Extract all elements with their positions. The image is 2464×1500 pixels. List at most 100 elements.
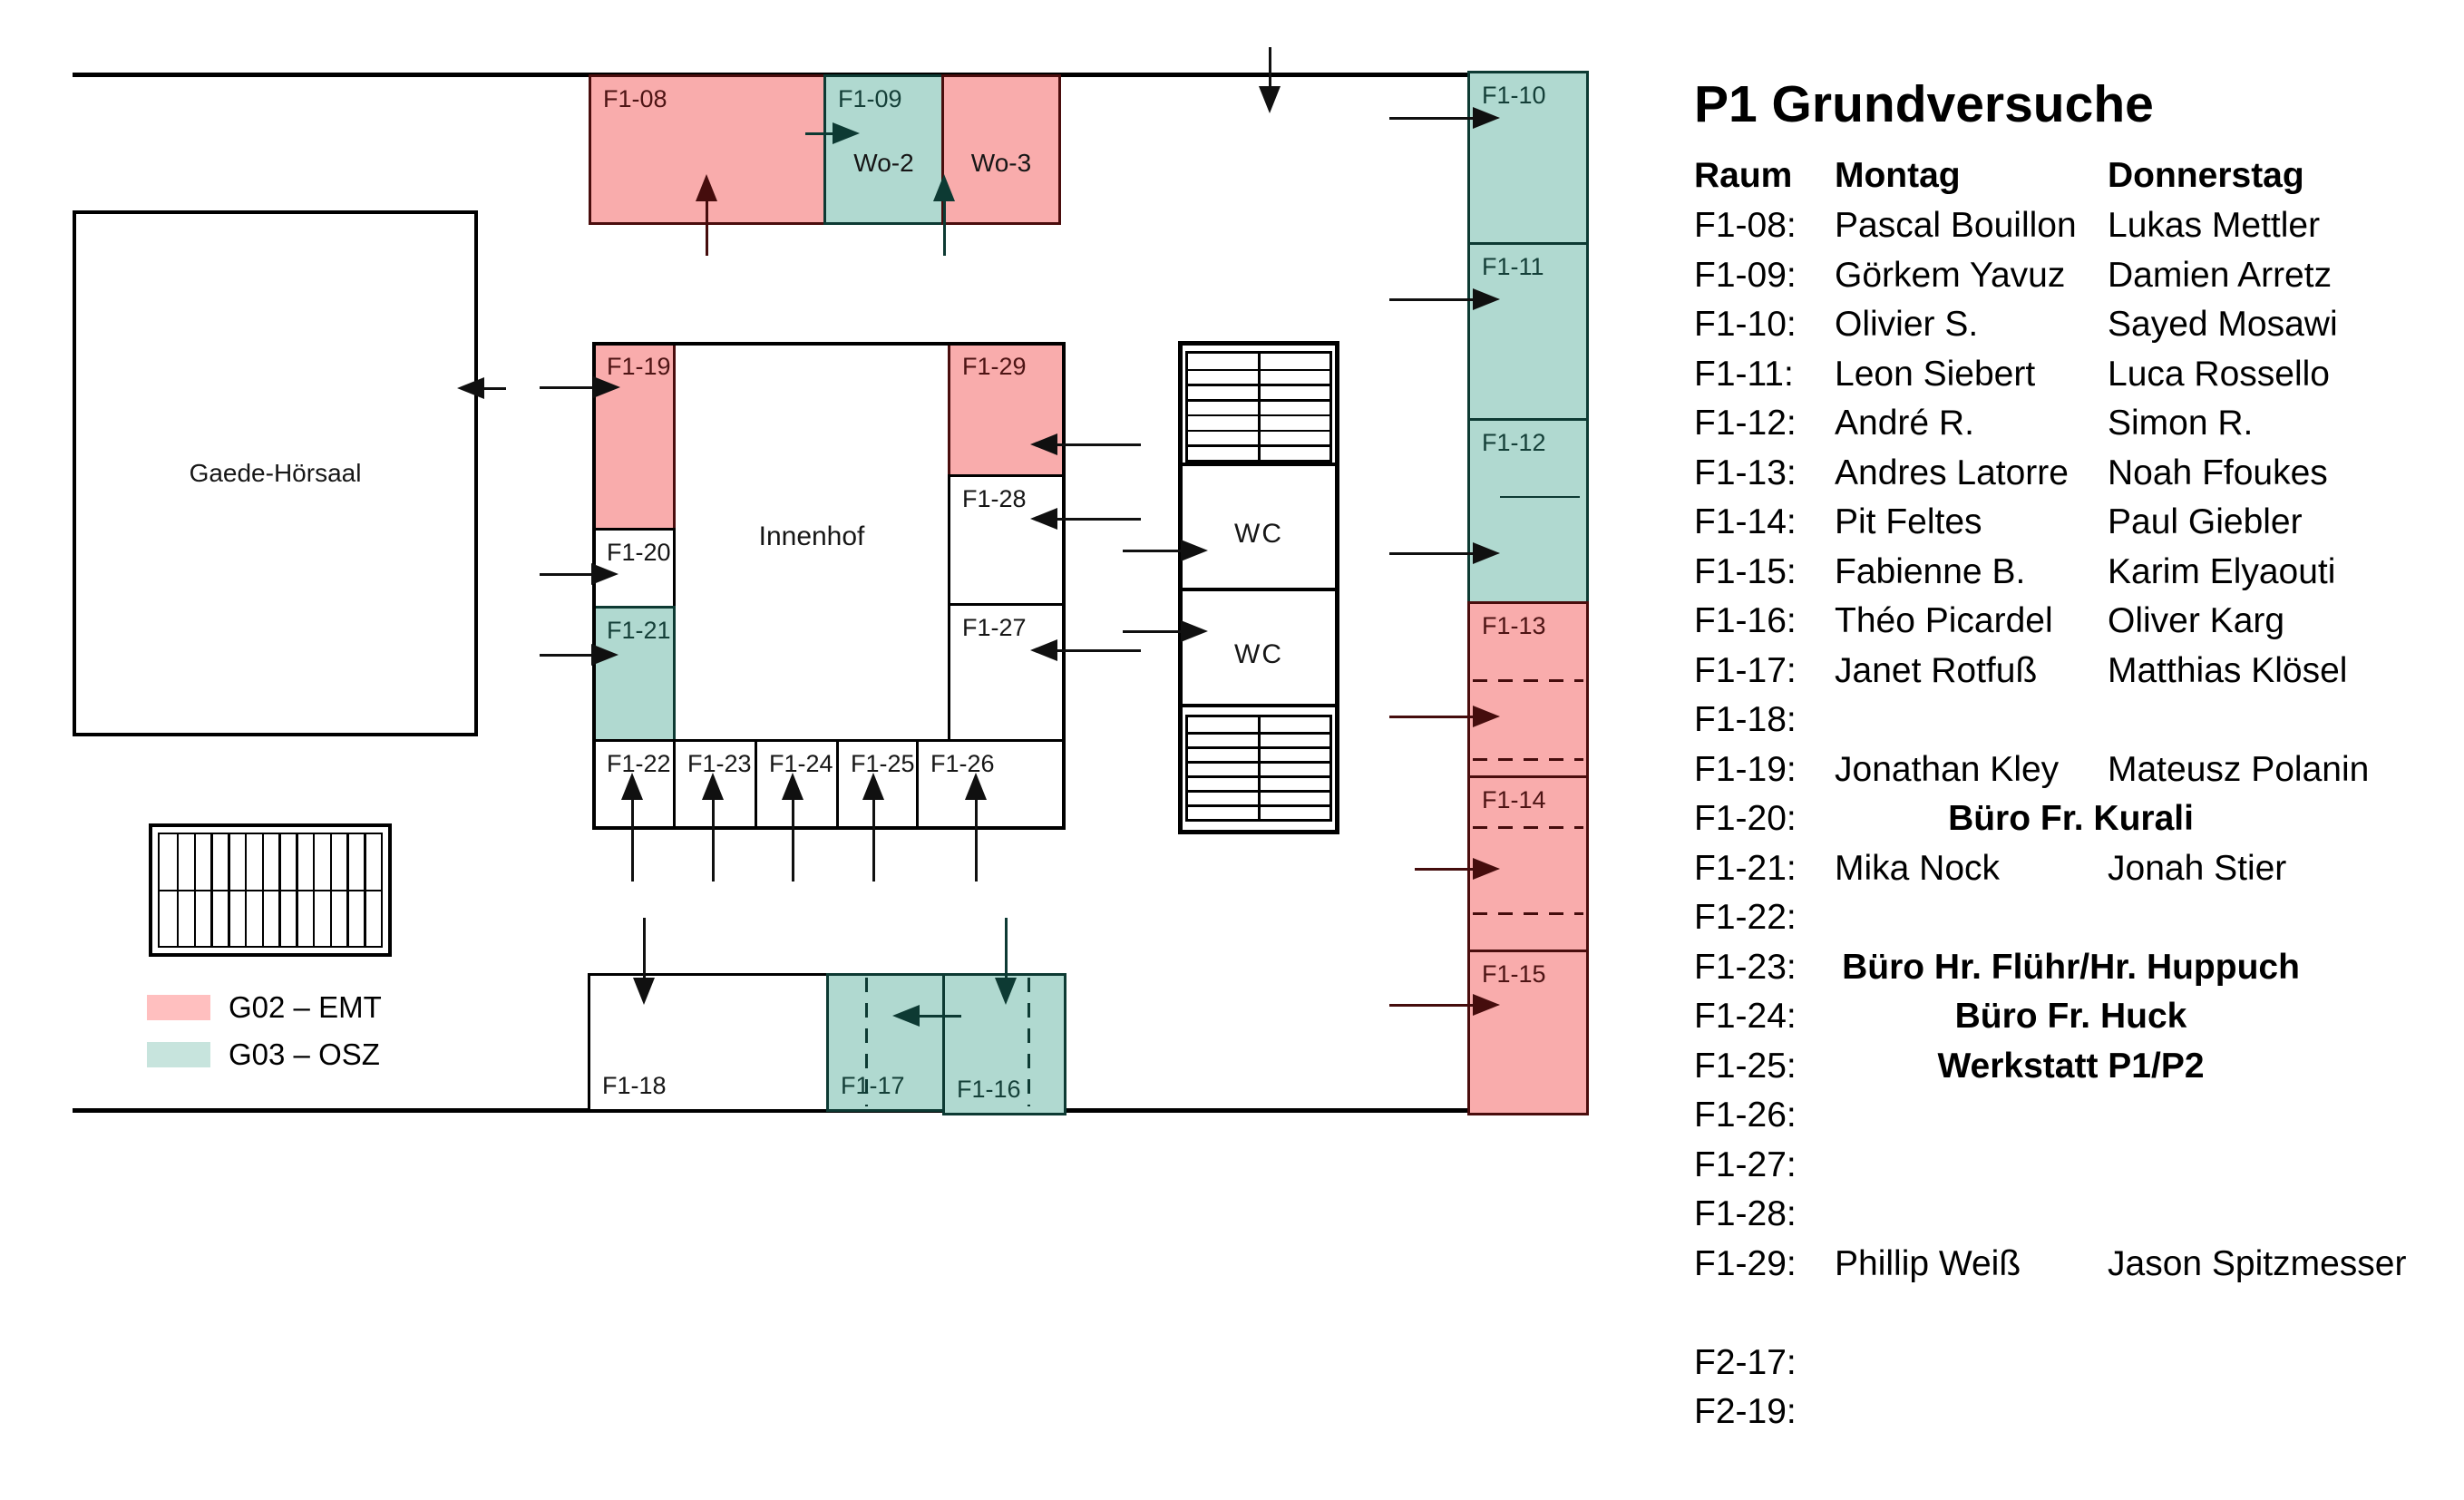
stair-tread-line: [160, 889, 381, 891]
room-label-f1-12: F1-12: [1482, 429, 1546, 456]
cell-raum: F1-21:: [1694, 848, 1797, 888]
room-label-f1-11: F1-11: [1482, 253, 1544, 280]
cell-raum: F1-08:: [1694, 206, 1797, 246]
cell-raum: F1-18:: [1694, 700, 1797, 740]
cell-montag: Olivier S.: [1835, 305, 1979, 345]
cell-donnerstag: Simon R.: [2108, 404, 2254, 443]
cell-donnerstag: Sayed Mosawi: [2108, 305, 2338, 345]
cell-raum: F1-28:: [1694, 1194, 1797, 1234]
table-row: F1-26:: [1694, 1091, 2456, 1141]
cell-raum: F1-23:: [1694, 947, 1797, 987]
room-label-wo-3: Wo-3: [970, 149, 1032, 177]
room-label-f1-10: F1-10: [1482, 82, 1546, 109]
cell-raum: F1-29:: [1694, 1243, 1797, 1283]
column-header-raum: Raum: [1694, 156, 1793, 195]
schedule-panel: P1 Grundversuche Raum Montag Donnerstag …: [1694, 76, 2456, 1437]
page-title: P1 Grundversuche: [1694, 75, 2154, 133]
cell-montag: Mika Nock: [1835, 848, 2001, 888]
stair-tread-line: [244, 834, 248, 946]
room-wo-3: Wo-3: [941, 74, 1061, 225]
f1-12-partition-line: [1500, 496, 1580, 498]
room-label-f1-29: F1-29: [962, 353, 1027, 380]
room-f1-24: F1-24: [755, 739, 839, 830]
cell-montag: Andres Latorre: [1835, 453, 2069, 492]
legend-item: G02 – EMT: [147, 990, 382, 1024]
legend-label: G02 – EMT: [229, 990, 382, 1024]
room-label-f1-18: F1-18: [602, 1072, 667, 1099]
room-wc-lower: WC: [1234, 639, 1283, 669]
cell-raum: F1-27:: [1694, 1144, 1797, 1184]
room-label-f1-28: F1-28: [962, 485, 1027, 512]
table-row: [1694, 1289, 2456, 1339]
room-label-gaede: Gaede-Hörsaal: [189, 459, 362, 487]
table-row: F2-19:: [1694, 1388, 2456, 1437]
cell-donnerstag: Karim Elyaouti: [2108, 551, 2336, 591]
room-label-f1-14: F1-14: [1482, 786, 1546, 813]
room-label-f1-15: F1-15: [1482, 960, 1546, 988]
cell-donnerstag: Damien Arretz: [2108, 255, 2333, 295]
table-row: F1-24: Büro Fr. Huck: [1694, 992, 2456, 1042]
cell-center: Büro Fr. Huck: [1954, 997, 2187, 1037]
stair-tread-line: [1188, 384, 1329, 386]
cell-donnerstag: Oliver Karg: [2108, 601, 2285, 641]
legend: G02 – EMT G03 – OSZ: [147, 990, 382, 1088]
room-label-wo-2: Wo-2: [853, 149, 914, 177]
stair-tread-line: [364, 834, 366, 946]
cell-raum: F1-16:: [1694, 601, 1797, 641]
room-label-f1-27: F1-27: [962, 614, 1027, 641]
staircase-left: [158, 833, 383, 948]
table-row: F1-20: Büro Fr. Kurali: [1694, 794, 2456, 844]
stair-tread-line: [329, 834, 333, 946]
cell-raum: F2-19:: [1694, 1392, 1797, 1432]
room-f1-09: F1-09 Wo-2: [823, 74, 944, 225]
cell-center: Werkstatt P1/P2: [1937, 1046, 2205, 1086]
cell-montag: Fabienne B.: [1835, 551, 2026, 591]
column-header-montag: Montag: [1835, 156, 1961, 195]
cell-raum: F1-25:: [1694, 1046, 1797, 1086]
stair-tread-line: [1188, 444, 1329, 447]
table-header-row: Raum Montag Donnerstag: [1694, 151, 2456, 201]
f1-13-dashed-partition-1: [1473, 679, 1583, 682]
room-wc-upper: WC: [1234, 519, 1283, 549]
stair-tread-line: [1188, 414, 1329, 417]
stair-tread-line: [176, 834, 180, 946]
cell-center: Büro Fr. Kurali: [1948, 799, 2194, 839]
stair-tread-line: [1188, 399, 1329, 402]
stair-tread-line: [1188, 746, 1329, 749]
cell-raum: F1-13:: [1694, 453, 1797, 492]
room-f1-27: F1-27: [948, 603, 1066, 742]
legend-item: G03 – OSZ: [147, 1037, 382, 1071]
room-f1-21: F1-21: [592, 606, 676, 742]
table-row: F1-25: Werkstatt P1/P2: [1694, 1042, 2456, 1092]
table-row: F1-12:André R.Simon R.: [1694, 399, 2456, 449]
cell-raum: F1-20:: [1694, 799, 1797, 839]
cell-donnerstag: Luca Rossello: [2108, 354, 2330, 394]
f1-14-dashed-partition-1: [1473, 826, 1583, 829]
wc-stair-block: [1178, 341, 1339, 834]
stair-tread-line: [1258, 354, 1261, 460]
table-row: F1-10:Olivier S.Sayed Mosawi: [1694, 300, 2456, 350]
cell-donnerstag: Paul Giebler: [2108, 502, 2303, 542]
table-row: F1-22:: [1694, 893, 2456, 943]
wc-divider-2: [1181, 588, 1337, 591]
cell-montag: André R.: [1835, 404, 1974, 443]
cell-montag: Janet Rotfuß: [1835, 650, 2038, 690]
room-f1-15: F1-15: [1467, 950, 1589, 1115]
legend-swatch-icon: [147, 995, 210, 1020]
legend-swatch-icon: [147, 1042, 210, 1067]
legend-label: G03 – OSZ: [229, 1037, 380, 1071]
cell-center: Büro Hr. Flühr/Hr. Huppuch: [1842, 947, 2300, 987]
cell-raum: F1-24:: [1694, 997, 1797, 1037]
stair-tread-line: [1188, 429, 1329, 433]
room-label-f1-20: F1-20: [607, 539, 671, 566]
cell-montag: Jonathan Kley: [1835, 749, 2060, 789]
cell-montag: Pit Feltes: [1835, 502, 1982, 542]
stair-tread-line: [1258, 717, 1261, 819]
